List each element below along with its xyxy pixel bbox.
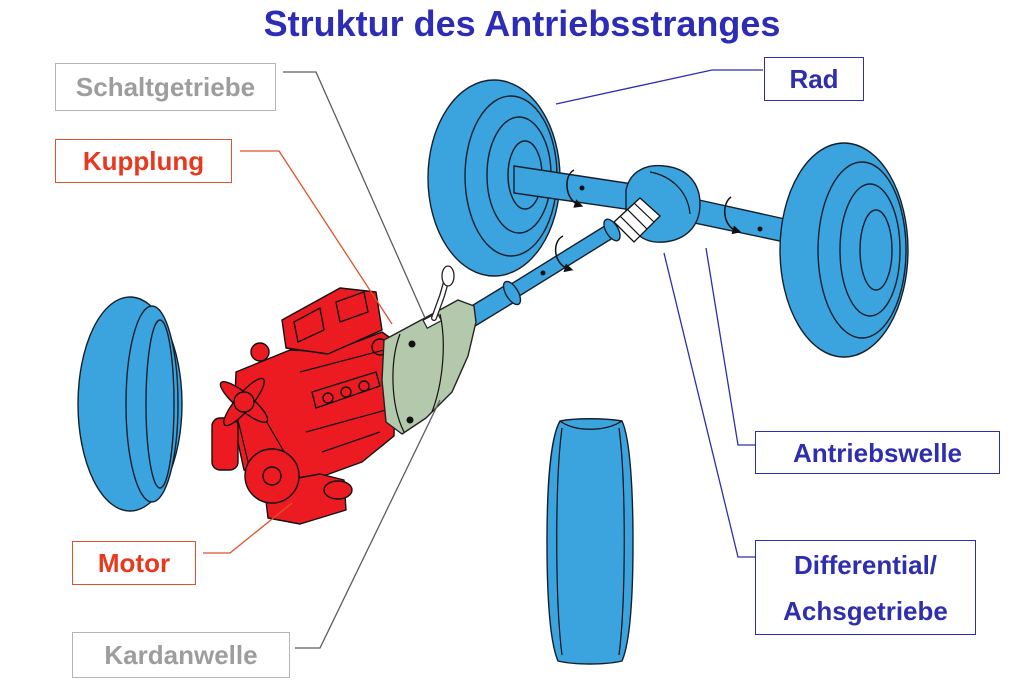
label-kardanwelle-text: Kardanwelle	[104, 640, 258, 670]
engine-fan-hub	[233, 391, 255, 413]
rotation-indicators	[540, 169, 763, 276]
propeller-shaft-joint-front	[502, 280, 522, 306]
engine-crank-pulley-hub	[262, 466, 282, 486]
leader-line-kardanwelle	[295, 399, 441, 649]
rotation-arrow-right-axle	[724, 196, 742, 235]
label-differential-line-2: Achsgetriebe	[783, 595, 948, 626]
rotation-arrow-propeller-shaft	[554, 235, 574, 273]
gearbox-bolt	[408, 340, 416, 348]
rotation-dot-right-axle	[757, 226, 763, 232]
differential-bevel-gear-teeth	[619, 202, 655, 237]
label-rad-text: Rad	[789, 64, 839, 94]
front-right-wheel-tire	[546, 418, 634, 665]
label-kardanwelle: Kardanwelle	[72, 632, 290, 678]
propeller-shaft-joint-rear	[603, 218, 621, 242]
label-differential-line-1: Differential/	[793, 549, 938, 580]
rotation-arrow-left-axle	[566, 169, 584, 208]
leader-lines	[203, 69, 763, 649]
right-axle-shaft	[689, 197, 795, 245]
label-rad: Rad	[764, 57, 864, 101]
label-motor: Motor	[72, 541, 196, 585]
gearbox-housing	[381, 299, 477, 435]
rotation-dot-left-axle	[579, 185, 585, 191]
engine-exhaust-port	[340, 386, 352, 398]
rear-right-wheel-hub	[859, 209, 893, 291]
shift-lever-knob	[441, 265, 455, 287]
gearbox-seam	[431, 313, 444, 413]
engine-mount	[323, 480, 353, 500]
label-schaltgetriebe: Schaltgetriebe	[55, 63, 276, 111]
gearbox	[381, 265, 477, 435]
differential-bevel-gear	[613, 197, 661, 243]
label-differential: Differential/ Achsgetriebe	[755, 540, 976, 635]
engine	[211, 287, 397, 525]
rear-right-wheel	[779, 142, 909, 358]
label-motor-text: Motor	[97, 548, 171, 578]
front-left-wheel-rim	[145, 319, 175, 489]
label-kupplung-text: Kupplung	[82, 146, 205, 176]
differential	[613, 164, 701, 243]
engine-oil-cap	[250, 342, 270, 362]
clutch-bell-housing-edge	[392, 333, 405, 433]
leader-line-schaltgetriebe	[283, 71, 426, 319]
engine-valve-cover-right	[335, 291, 369, 323]
engine-valve-cover-left	[293, 307, 325, 343]
diagram-title: Struktur des Antriebsstranges	[263, 3, 781, 44]
front-right-wheel-groove-right	[618, 427, 625, 656]
label-antriebswelle-text: Antriebswelle	[792, 437, 963, 468]
leader-line-kupplung	[240, 150, 393, 325]
front-right-wheel	[546, 418, 634, 665]
leader-line-motor	[203, 502, 293, 554]
differential-cover	[649, 171, 691, 215]
engine-fan	[219, 377, 269, 427]
label-kupplung: Kupplung	[55, 139, 232, 183]
label-antriebswelle: Antriebswelle	[755, 431, 1000, 474]
shift-lever	[432, 280, 448, 320]
gearbox-bolt	[406, 416, 414, 424]
rotation-dot-propeller-shaft	[540, 270, 546, 276]
front-left-wheel	[77, 296, 183, 512]
label-schaltgetriebe-text: Schaltgetriebe	[75, 72, 256, 102]
engine-exhaust-port	[358, 380, 370, 392]
front-right-wheel-top-lip	[559, 420, 623, 430]
leader-line-antriebswelle	[705, 247, 755, 446]
engine-block-ribs	[299, 349, 387, 453]
engine-exhaust-port	[322, 392, 334, 404]
leader-line-rad	[555, 69, 763, 105]
leader-line-differential	[663, 252, 755, 558]
front-right-wheel-groove-left	[556, 427, 563, 656]
